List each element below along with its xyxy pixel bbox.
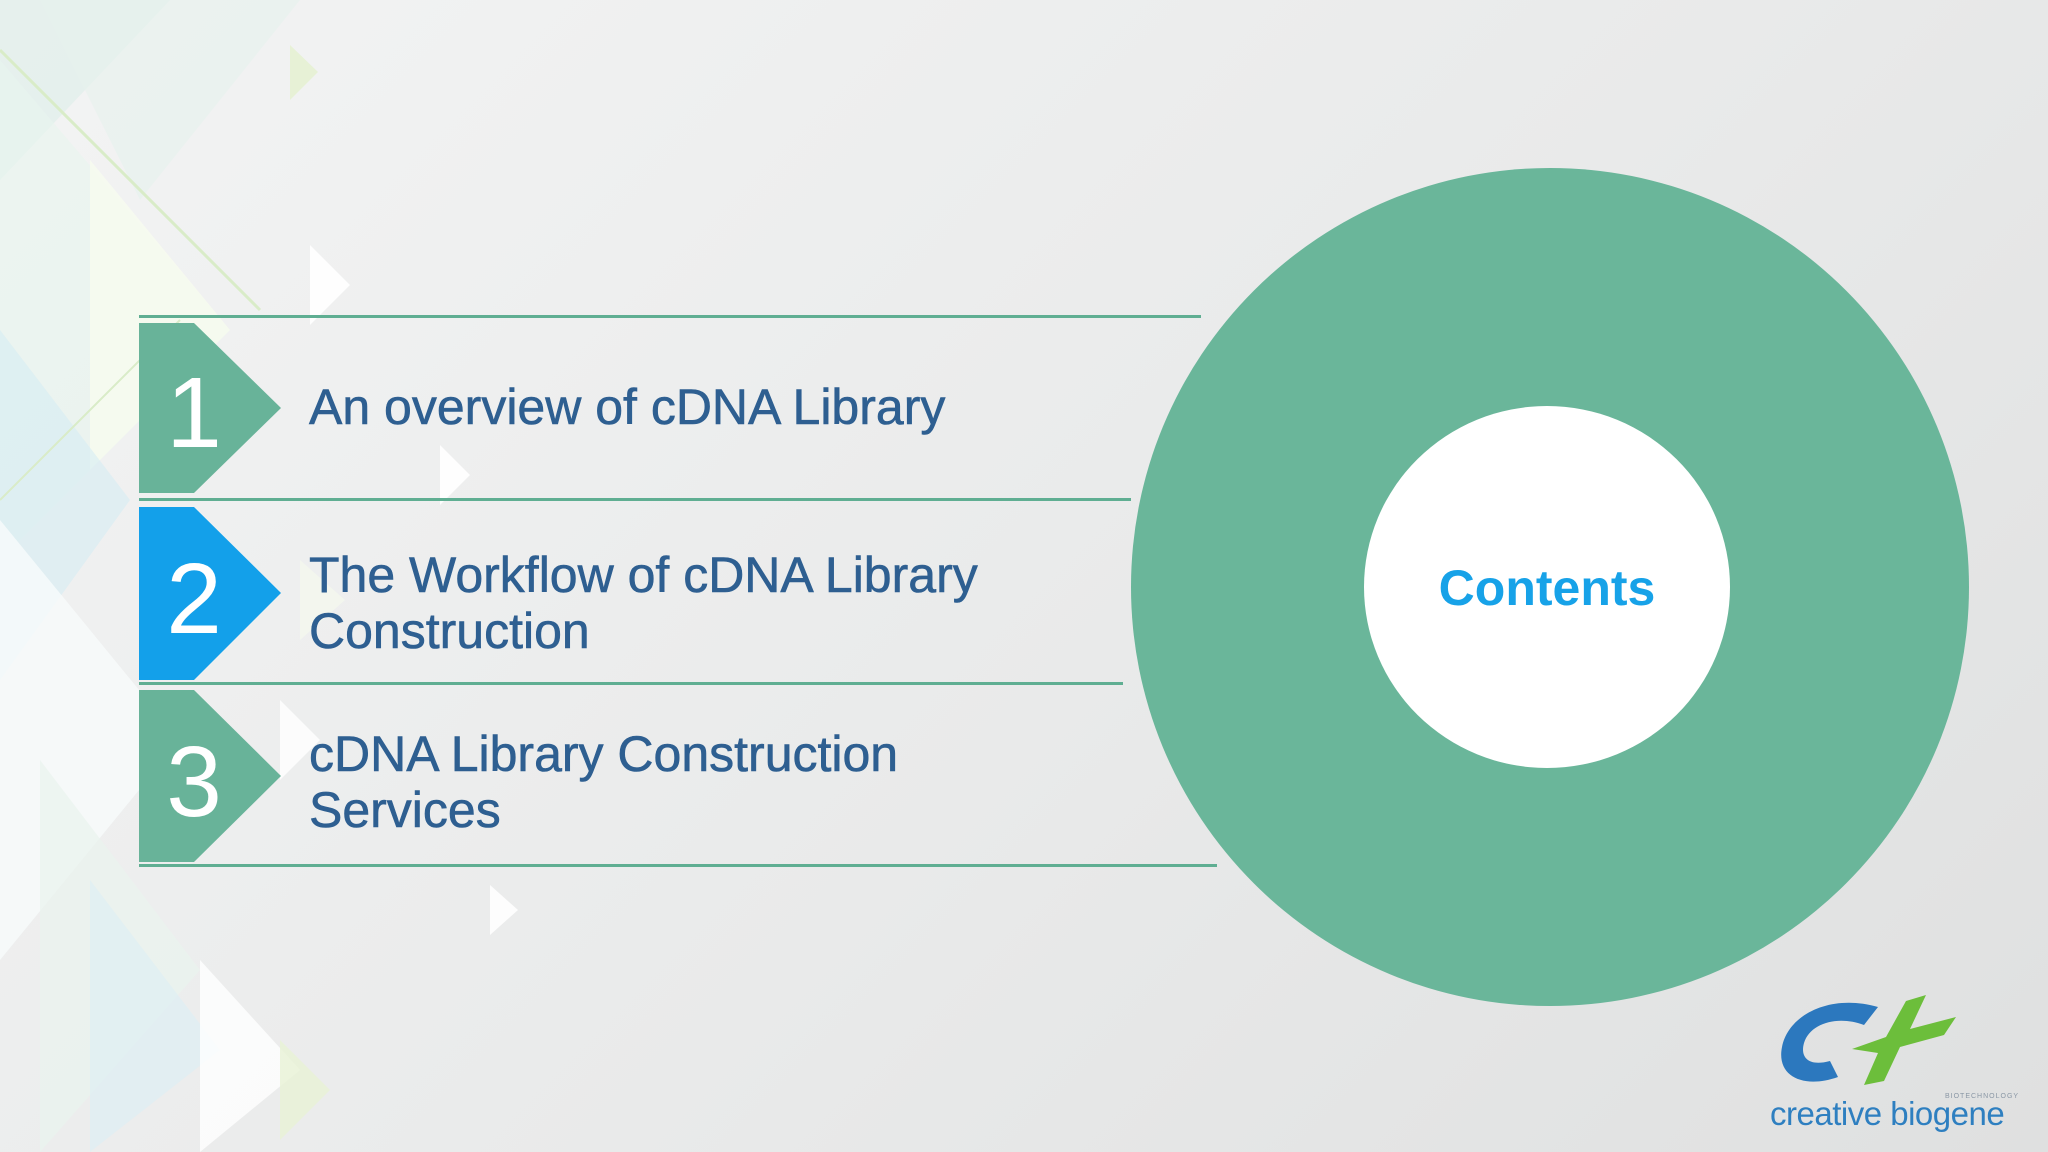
contents-circle <box>1364 406 1730 768</box>
item-title: An overview of cDNA Library <box>309 379 946 436</box>
item-title: The Workflow of cDNA Library Constructio… <box>309 547 978 660</box>
divider-line-top <box>139 315 1201 318</box>
logo-tagline: BIOTECHNOLOGY <box>1945 1093 2020 1100</box>
logo-wordmark: creative biogene <box>1770 1095 2005 1132</box>
item-title: cDNA Library Construction Services <box>309 726 899 839</box>
contents-item-2[interactable]: 2 The Workflow of cDNA Library Construct… <box>139 507 1189 680</box>
number-badge <box>139 323 281 493</box>
creative-biogene-logo-icon <box>1781 995 1956 1085</box>
contents-item-1[interactable]: 1 An overview of cDNA Library <box>139 323 1189 493</box>
divider-line-2 <box>139 682 1123 685</box>
contents-heading: Contents <box>1438 560 1656 616</box>
number-badge <box>139 690 281 862</box>
item-number: 2 <box>166 543 222 655</box>
contents-item-3[interactable]: 3 cDNA Library Construction Services <box>139 690 1189 862</box>
item-number: 1 <box>166 357 222 469</box>
divider-line-1 <box>139 498 1131 501</box>
number-badge <box>139 507 281 680</box>
item-number: 3 <box>166 726 222 838</box>
divider-line-bottom <box>139 864 1217 867</box>
